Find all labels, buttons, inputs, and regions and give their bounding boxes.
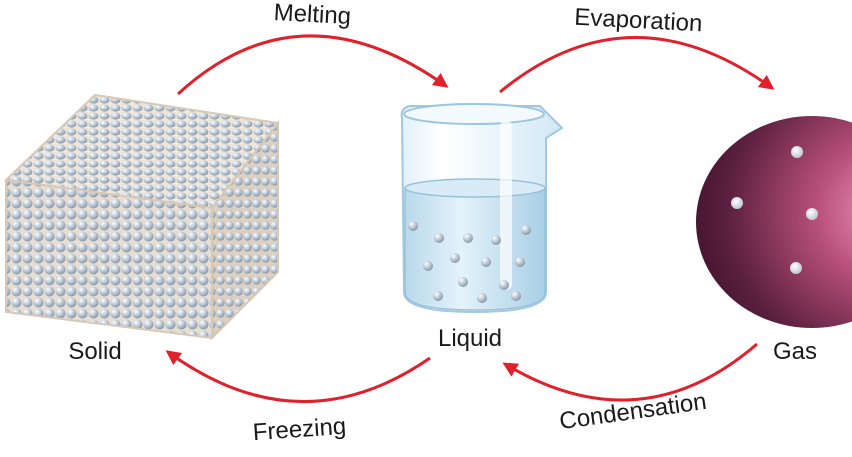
beaker-rim [403, 103, 545, 125]
beaker-liquid [404, 187, 546, 311]
solid-cube [3, 93, 280, 341]
freezing-arrow [165, 350, 431, 403]
liquid-particle [450, 253, 460, 263]
liquid-particle [408, 221, 418, 231]
liquid-particle [515, 257, 525, 267]
liquid-surface [404, 178, 546, 198]
solid-label: Solid [68, 338, 121, 365]
beaker-highlight [500, 120, 512, 290]
gas-particle [790, 262, 802, 274]
liquid-particle [423, 261, 433, 271]
liquid-particle [511, 291, 521, 301]
gas-sphere-body [696, 116, 852, 328]
evaporation-arrow [499, 36, 775, 94]
liquid-particle [458, 277, 468, 287]
melting-label: Melting [273, 0, 352, 30]
gas-label: Gas [773, 338, 817, 365]
liquid-particle [481, 257, 491, 267]
freezing-label: Freezing [252, 413, 347, 446]
liquid-particles [408, 221, 531, 303]
gas-particle [806, 208, 818, 220]
liquid-particle [477, 293, 487, 303]
liquid-particle [491, 235, 501, 245]
liquid-particle [499, 280, 509, 290]
liquid-particle [521, 225, 531, 235]
solid-cube-front [5, 178, 213, 340]
gas-particle [791, 146, 803, 158]
liquid-particle [434, 233, 444, 243]
liquid-particle [463, 233, 473, 243]
liquid-beaker [400, 103, 564, 314]
melting-arrow [176, 34, 449, 96]
evaporation-label: Evaporation [574, 4, 703, 38]
gas-sphere [696, 116, 852, 328]
liquid-label: Liquid [438, 325, 502, 352]
condensation-arrow [502, 342, 758, 402]
gas-particle [731, 197, 743, 209]
liquid-particle [433, 291, 443, 301]
